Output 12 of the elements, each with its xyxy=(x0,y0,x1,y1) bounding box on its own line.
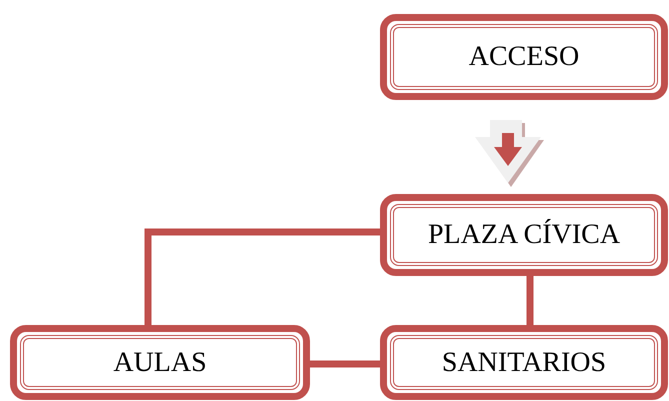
process-box xyxy=(380,325,668,400)
process-box xyxy=(380,194,668,276)
arrow xyxy=(475,120,544,187)
box-label: ACCESO xyxy=(468,41,580,73)
box-label: PLAZA CÍVICA xyxy=(428,219,620,251)
process-box xyxy=(10,325,310,400)
box-label: SANITARIOS xyxy=(442,346,606,378)
connector-line xyxy=(144,228,380,325)
box-label: AULAS xyxy=(113,346,207,378)
process-box xyxy=(380,14,668,100)
connector-line xyxy=(310,360,380,368)
connector-line xyxy=(526,276,534,325)
